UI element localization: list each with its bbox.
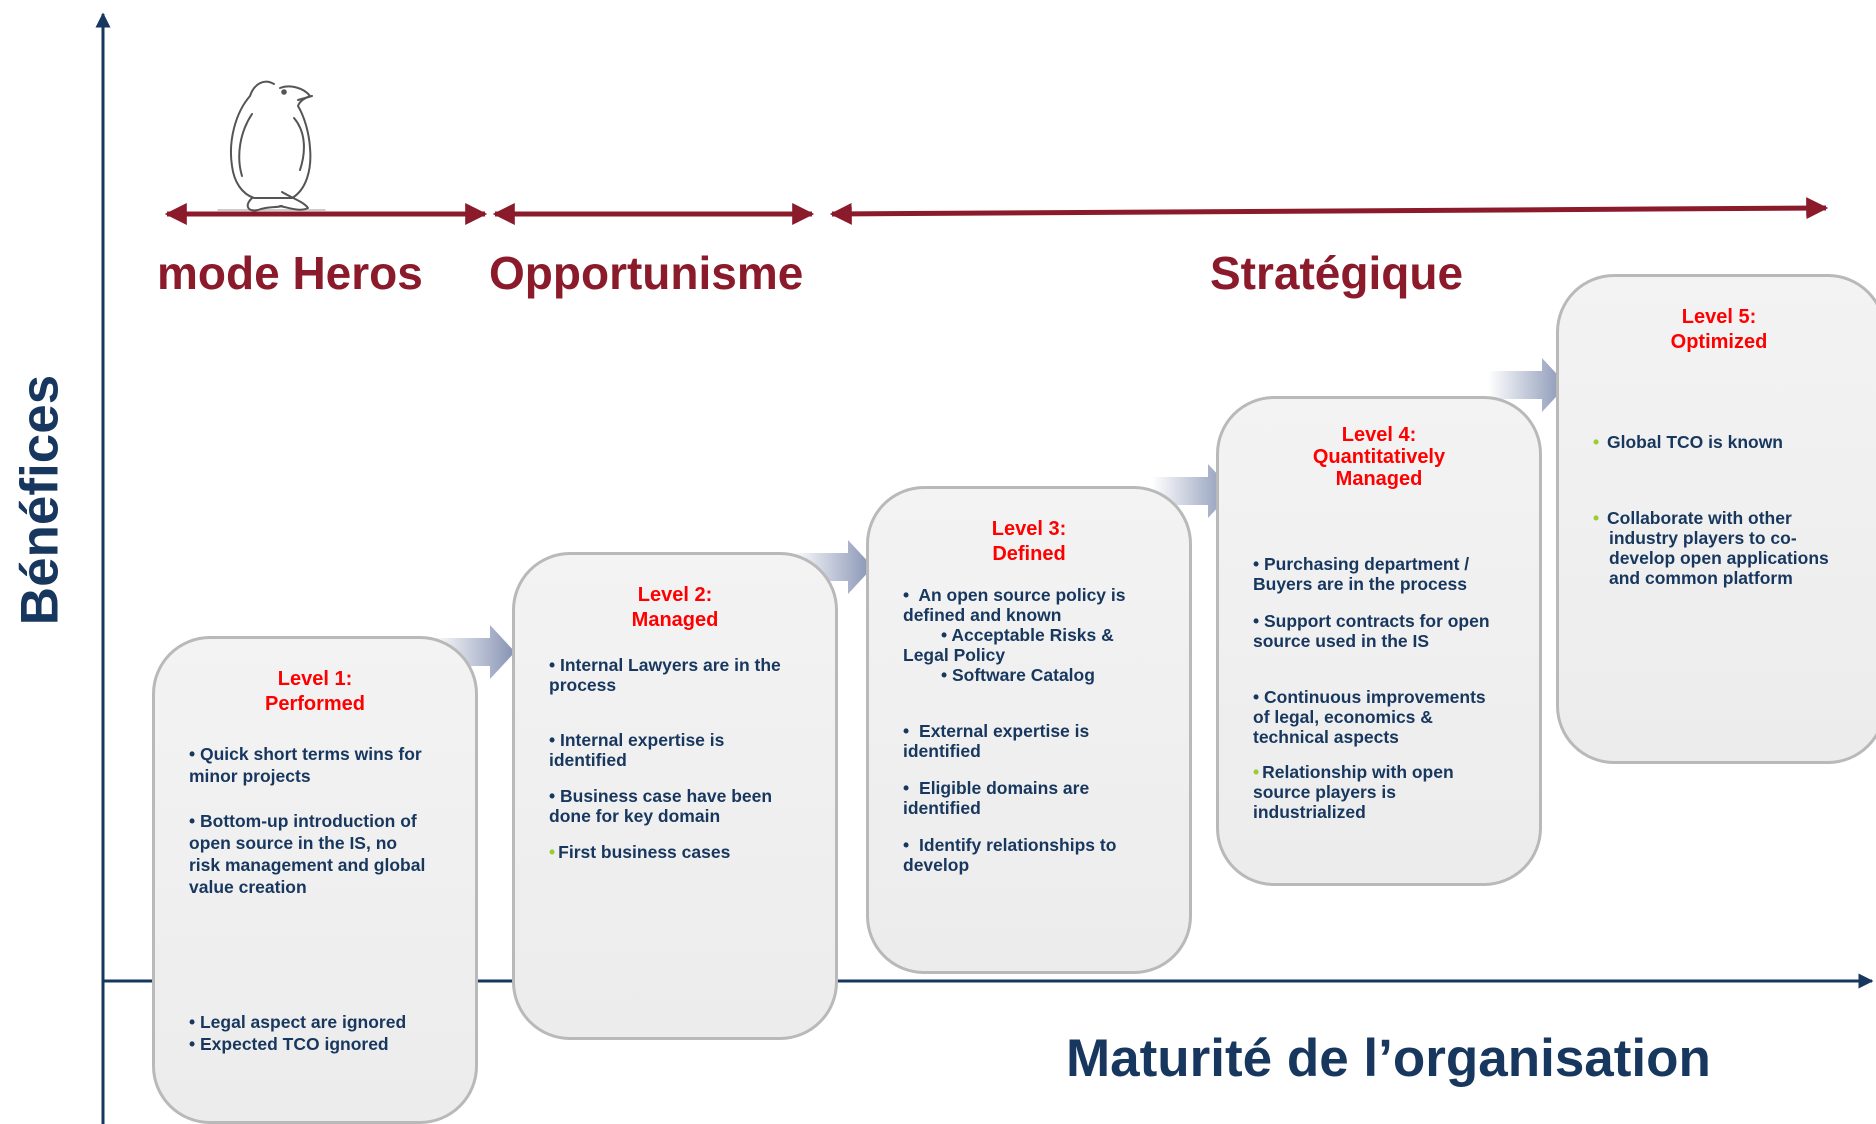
level-3-item-2: • Acceptable Risks & Legal Policy [903, 625, 1114, 665]
level-3-item-6: • Identify relationships to develop [903, 835, 1117, 875]
level-1-item-3: • Legal aspect are ignored [189, 1012, 407, 1032]
level-1-item-4: • Expected TCO ignored [189, 1034, 389, 1054]
phase-label-strategique: Stratégique [1210, 247, 1464, 299]
level-2-item-1: • Internal Lawyers are in the process [549, 655, 781, 695]
level-3-title: Level 3: Defined [991, 518, 1067, 565]
level-3-item-3: • Software Catalog [941, 665, 1095, 685]
x-axis-title: Maturité de l’organisation [1066, 1029, 1711, 1088]
level-4-box: Level 4: Quantitatively Managed • Purcha… [1216, 396, 1542, 886]
level-1-item-2: • Bottom-up introduction of open source … [189, 811, 426, 897]
level-1-title: Level 1: Performed [264, 668, 366, 715]
level-4-item-3: • Continuous improvements of legal, econ… [1253, 687, 1486, 747]
green-bullet-icon: • [1593, 432, 1600, 452]
level-4-item-4: •Relationship with open source players i… [1253, 762, 1454, 822]
level-3-item-4: • External expertise is identified [903, 721, 1090, 761]
green-bullet-icon: • [549, 842, 556, 862]
level-4-title: Level 4: Quantitatively Managed [1312, 424, 1446, 490]
level-2-item-4: •First business cases [549, 842, 731, 862]
level-1-item-1: • Quick short terms wins for minor proje… [189, 744, 422, 786]
level-1-box: Level 1: Performed • Quick short terms w… [152, 636, 478, 1124]
level-2-box: Level 2: Managed • Internal Lawyers are … [512, 552, 838, 1040]
green-bullet-icon: • [1593, 508, 1600, 528]
level-5-title: Level 5: Optimized [1670, 306, 1768, 353]
level-3-item-1: • An open source policy is defined and k… [903, 585, 1126, 625]
penguin-icon [217, 80, 326, 212]
level-5-item-2: • Collaborate with other industry player… [1593, 508, 1829, 588]
green-bullet-icon: • [1253, 762, 1260, 782]
chevron-right-arrow-icon [1488, 358, 1567, 412]
y-axis-title: Bénéfices [10, 374, 70, 626]
level-5-item-1: • Global TCO is known [1593, 432, 1783, 452]
phase-label-opportunisme: Opportunisme [489, 247, 804, 299]
level-2-title: Level 2: Managed [631, 584, 719, 631]
level-5-box: Level 5: Optimized • Global TCO is known… [1556, 274, 1876, 764]
level-4-item-2: • Support contracts for open source used… [1253, 611, 1490, 651]
level-3-box: Level 3: Defined • An open source policy… [866, 486, 1192, 974]
phase-arrow-strategique [829, 197, 1829, 225]
level-2-item-3: • Business case have been done for key d… [549, 786, 773, 826]
level-4-item-1: • Purchasing department / Buyers are in … [1253, 554, 1470, 594]
level-3-item-5: • Eligible domains are identified [903, 778, 1090, 818]
level-2-item-2: • Internal expertise is identified [549, 730, 725, 770]
phase-label-heros: mode Heros [157, 247, 423, 299]
